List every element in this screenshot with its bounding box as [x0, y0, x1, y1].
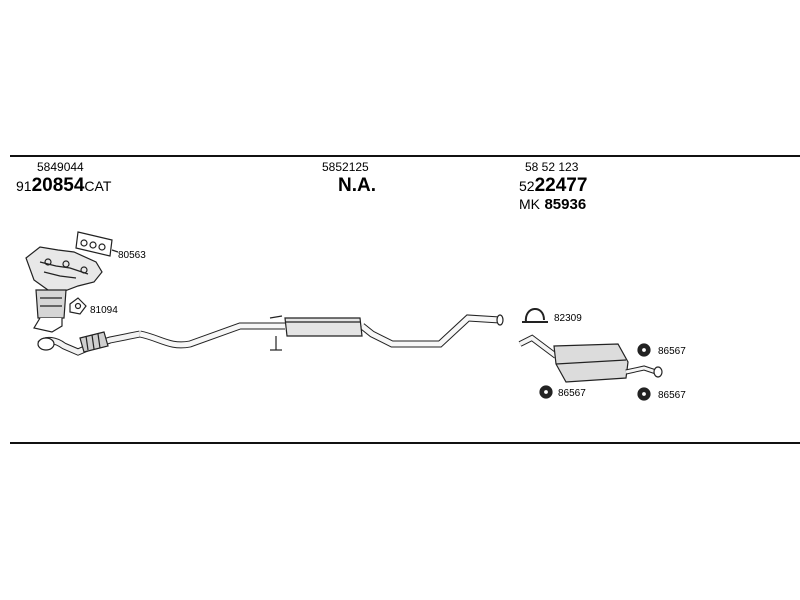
section-1-part-prefix: 91: [16, 178, 32, 194]
rubber-hanger-bottom-right-icon: [637, 387, 651, 401]
section-3-kit-number: MK 85936: [519, 196, 586, 214]
section-1-part-number: 9120854CAT: [16, 175, 111, 197]
section-3-kit-main: 85936: [544, 196, 587, 213]
rear-silencer-icon: [518, 334, 663, 383]
section-3-code: 58 52 123: [525, 160, 579, 174]
bottom-rule: [10, 442, 800, 444]
manifold-gasket-icon: [75, 231, 119, 257]
front-pipe-icon: [37, 330, 141, 356]
section-3-part-prefix: 52: [519, 178, 535, 194]
callout-cat-gasket: 81094: [90, 305, 118, 316]
rubber-hanger-top-right-icon: [637, 343, 651, 357]
section-1-part-suffix: CAT: [84, 178, 112, 194]
callout-manifold-gasket: 80563: [118, 250, 146, 261]
section-1-code: 5849044: [37, 160, 84, 174]
callout-hanger-top-right: 86567: [658, 346, 686, 357]
section-1-part-main: 20854: [31, 175, 85, 196]
middle-silencer-icon: [269, 315, 363, 351]
catalytic-converter-icon: [33, 289, 67, 333]
callout-hanger-bottom-right: 86567: [658, 390, 686, 401]
cat-gasket-icon: [69, 297, 87, 315]
middle-pipe-icon: [139, 314, 504, 349]
section-3-kit-prefix: MK: [519, 196, 540, 212]
clamp-icon: [522, 308, 548, 323]
rubber-hanger-bottom-left-icon: [539, 385, 553, 399]
exhaust-manifold-icon: [25, 246, 103, 293]
callout-hanger-bottom-left: 86567: [558, 388, 586, 399]
section-3-part-number: 5222477: [519, 175, 587, 197]
section-3-part-main: 22477: [534, 175, 588, 196]
callout-clamp: 82309: [554, 313, 582, 324]
top-rule: [10, 155, 800, 157]
section-2-part-main: N.A.: [338, 175, 376, 196]
section-2-code: 5852125: [322, 160, 369, 174]
